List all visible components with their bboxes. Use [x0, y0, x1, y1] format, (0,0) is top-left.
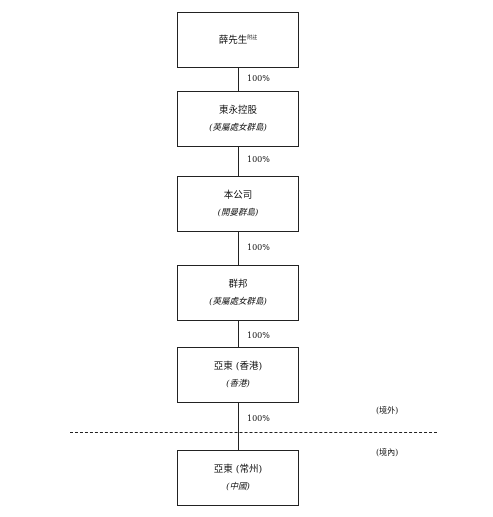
entity-box-qunbang: 群邦 (英屬處女群島)	[177, 265, 299, 321]
connector-line-3	[238, 232, 239, 265]
offshore-label: (境外)	[376, 406, 399, 415]
entity-name: 薛先生附註	[218, 35, 258, 47]
ownership-percentage: 100%	[247, 414, 270, 423]
entity-jurisdiction: (中國)	[226, 481, 250, 492]
entity-name: 本公司	[223, 189, 253, 201]
ownership-percentage: 100%	[247, 243, 270, 252]
offshore-onshore-divider	[70, 432, 437, 433]
entity-jurisdiction: (香港)	[226, 378, 250, 389]
connector-line-4	[238, 321, 239, 347]
connector-line-2	[238, 147, 239, 176]
entity-box-yadong-changzhou: 亞東 (常州) (中國)	[177, 450, 299, 506]
entity-jurisdiction: (英屬處女群島)	[209, 296, 267, 307]
entity-name: 亞東 (常州)	[213, 463, 263, 475]
ownership-percentage: 100%	[247, 74, 270, 83]
entity-name: 群邦	[228, 278, 248, 290]
onshore-label: (境內)	[376, 448, 399, 457]
entity-jurisdiction: (開曼群島)	[217, 207, 259, 218]
entity-box-company: 本公司 (開曼群島)	[177, 176, 299, 232]
entity-name: 東永控股	[218, 104, 257, 116]
entity-box-yadong-hk: 亞東 (香港) (香港)	[177, 347, 299, 403]
entity-box-mr-xue: 薛先生附註	[177, 12, 299, 68]
ownership-percentage: 100%	[247, 331, 270, 340]
connector-line-1	[238, 68, 239, 91]
footnote-marker: 附註	[247, 35, 258, 42]
entity-box-dongyong-holdings: 東永控股 (英屬處女群島)	[177, 91, 299, 147]
entity-name: 亞東 (香港)	[213, 360, 263, 372]
ownership-percentage: 100%	[247, 155, 270, 164]
entity-jurisdiction: (英屬處女群島)	[209, 122, 267, 133]
connector-line-5	[238, 403, 239, 450]
